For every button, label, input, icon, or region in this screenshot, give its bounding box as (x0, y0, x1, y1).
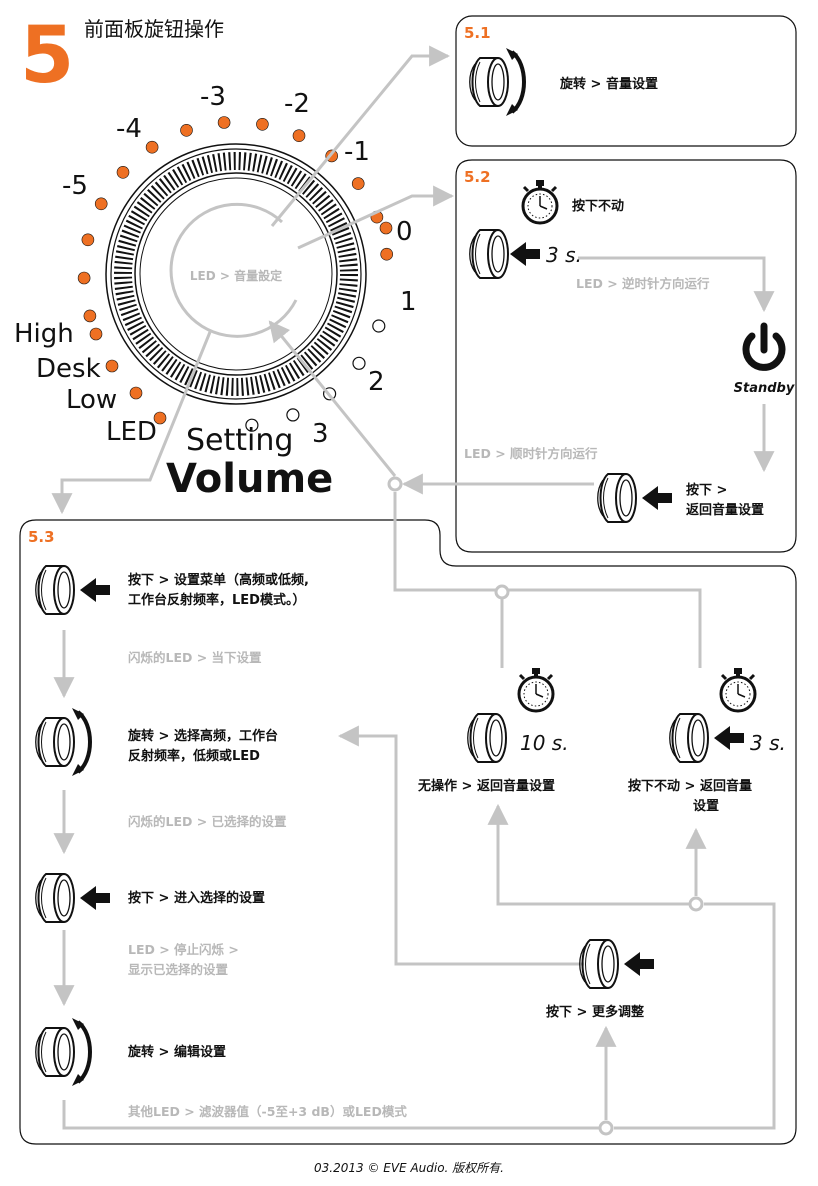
dial-grip-teeth (114, 152, 358, 396)
knob-icon (578, 939, 619, 989)
led-lit (94, 197, 108, 211)
push-arrow-icon (80, 578, 110, 602)
s53-note2: 闪烁的LED > 已选择的设置 (128, 814, 287, 829)
dial-number-m2: -2 (284, 89, 310, 119)
s53-note4: 其他LED > 滤波器值（-5至+3 dB）或LED模式 (128, 1104, 407, 1119)
s52-press-back-2: 返回音量设置 (686, 502, 764, 518)
dial-label-low: Low (66, 385, 117, 415)
dial-number-m5: -5 (62, 171, 88, 201)
knob-icon (34, 565, 75, 615)
led-mode (105, 359, 119, 373)
dial-number-1: 1 (400, 287, 417, 317)
led-lit (217, 116, 231, 129)
s52-press-hold: 按下不动 (572, 198, 624, 214)
led-mode (153, 411, 167, 425)
s53-step1-line2: 工作台反射频率，LED模式。） (128, 592, 305, 608)
dial-label-desk: Desk (36, 354, 101, 384)
knob-icon (34, 1027, 75, 1077)
dial-volume-label: Volume (166, 456, 333, 502)
s53-step3: 按下 > 进入选择的设置 (128, 890, 265, 906)
s52-led-ccw: LED > 逆时针方向运行 (576, 276, 710, 291)
led-unlit (352, 356, 366, 370)
knob-icon (468, 57, 509, 107)
dial-leds (77, 116, 394, 432)
flow-connectors (51, 45, 776, 1130)
led-lit (116, 166, 130, 179)
standby-label: Standby (734, 381, 795, 396)
section-5-1-number: 5.1 (464, 24, 491, 42)
push-arrow-icon (624, 952, 654, 976)
footer-copyright: 03.2013 © EVE Audio. 版权所有. (314, 1161, 504, 1175)
stopwatch-icon (521, 178, 559, 225)
led-unlit (245, 418, 259, 432)
s53-hold-back-line1: 按下不动 > 返回音量 (628, 778, 752, 794)
push-arrow-icon (642, 486, 672, 510)
led-mode (129, 386, 143, 400)
s53-step2-line2: 反射频率，低频或LED (128, 748, 260, 764)
dial-center-label: LED > 音量設定 (190, 268, 282, 283)
s53-note3-line1: LED > 停止闪烁 > (128, 942, 239, 957)
power-icon (742, 322, 786, 371)
led-lit (379, 221, 393, 235)
dial-number-0: 0 (396, 217, 413, 247)
panel-5-1 (455, 15, 797, 147)
dial-number-m1: -1 (344, 137, 370, 167)
led-lit (83, 309, 97, 323)
panel-5-3 (19, 519, 797, 1145)
led-lit (380, 247, 394, 261)
led-unlit (286, 408, 300, 422)
s53-no-op: 无操作 > 返回音量设置 (417, 778, 555, 794)
s53-note1: 闪烁的LED > 当下设置 (128, 650, 262, 665)
knob-icon (668, 713, 709, 763)
led-lit (180, 124, 193, 137)
s53-hold-back-line2: 设置 (693, 799, 719, 814)
page-title: 前面板旋钮操作 (84, 17, 224, 41)
s53-step1-line1: 按下 > 设置菜单（高频或低频, (128, 572, 309, 588)
dial-setting-label: Setting (186, 423, 293, 458)
s53-more: 按下 > 更多调整 (546, 1004, 645, 1020)
section-5-3-number: 5.3 (28, 528, 55, 546)
stopwatch-icon (517, 666, 555, 713)
s53-step2-line1: 旋转 > 选择高频，工作台 (127, 728, 278, 744)
dial-number-2: 2 (368, 367, 385, 397)
volume-dial: LED > 音量設定 (105, 143, 367, 405)
led-lit (256, 118, 269, 131)
push-arrow-icon (510, 242, 540, 266)
dial-number-3: 3 (312, 419, 329, 449)
push-arrow-icon (714, 726, 744, 750)
junction-dots (387, 476, 704, 1136)
s53-step4: 旋转 > 编辑设置 (127, 1044, 226, 1060)
knob-icon (34, 717, 75, 767)
s53-note3-line2: 显示已选择的设置 (128, 962, 229, 977)
dial-label-high: High (14, 319, 74, 349)
dial-label-led: LED (106, 417, 157, 447)
s53-timer10: 10 s. (520, 731, 569, 755)
led-lit (292, 129, 306, 142)
section-5-2-number: 5.2 (464, 168, 491, 186)
stopwatch-icon (719, 666, 757, 713)
led-lit (351, 177, 365, 190)
knob-icon (466, 713, 507, 763)
push-arrow-icon (80, 886, 110, 910)
led-unlit (372, 319, 386, 333)
s52-led-cw: LED > 顺时针方向运行 (464, 446, 598, 461)
dial-numbers: -5 -4 -3 -2 -1 0 1 2 3 High Desk Low LED… (14, 82, 417, 502)
s52-press-back-1: 按下 > (686, 482, 727, 498)
section-number: 5 (20, 11, 74, 101)
led-lit (81, 233, 95, 247)
led-mode (89, 327, 103, 341)
knob-icon (34, 873, 75, 923)
knob-icon (468, 229, 509, 279)
led-lit (145, 140, 159, 154)
knob-icon (596, 473, 637, 523)
s53-timer3: 3 s. (750, 731, 786, 755)
dial-number-m4: -4 (116, 114, 142, 144)
dial-number-m3: -3 (200, 82, 226, 112)
s51-label: 旋转 > 音量设置 (559, 76, 658, 92)
led-lit (77, 271, 91, 285)
panel-5-2 (455, 159, 797, 553)
s52-seconds: 3 s. (546, 243, 582, 267)
